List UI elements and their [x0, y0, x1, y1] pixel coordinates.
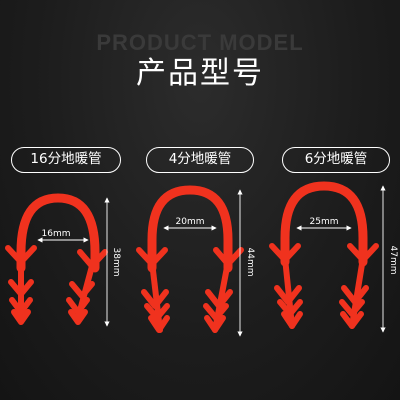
- english-title: PRODUCT MODEL: [96, 30, 304, 55]
- clip-20: 20mm 44mm: [136, 185, 255, 337]
- clip-25-right-leg: [339, 243, 379, 329]
- clip-25-left-leg: [269, 243, 303, 329]
- width-label-20: 20mm: [176, 217, 205, 227]
- clip-20-left-leg: [136, 247, 170, 333]
- model-label-4: 4分地暖管: [146, 147, 254, 173]
- clip-20-right-leg: [203, 247, 244, 333]
- clip-16-right-leg: [66, 249, 108, 325]
- height-label-16: 38mm: [111, 248, 121, 277]
- width-label-25: 25mm: [310, 217, 339, 227]
- clip-16-body: [16, 193, 100, 273]
- clip-16-left-leg: [5, 245, 37, 325]
- model-label-16: 16分地暖管: [11, 147, 121, 173]
- model-label-6: 6分地暖管: [282, 147, 390, 173]
- clip-16: 16mm 38mm: [5, 193, 121, 327]
- height-label-20: 44mm: [245, 248, 255, 277]
- width-label-16: 16mm: [42, 229, 71, 239]
- clip-25-body: [280, 181, 368, 267]
- page-title: 产品型号: [136, 56, 264, 91]
- clip-25: 25mm 47mm: [269, 181, 398, 333]
- height-label-25: 47mm: [388, 246, 398, 275]
- clip-20-body: [147, 185, 233, 273]
